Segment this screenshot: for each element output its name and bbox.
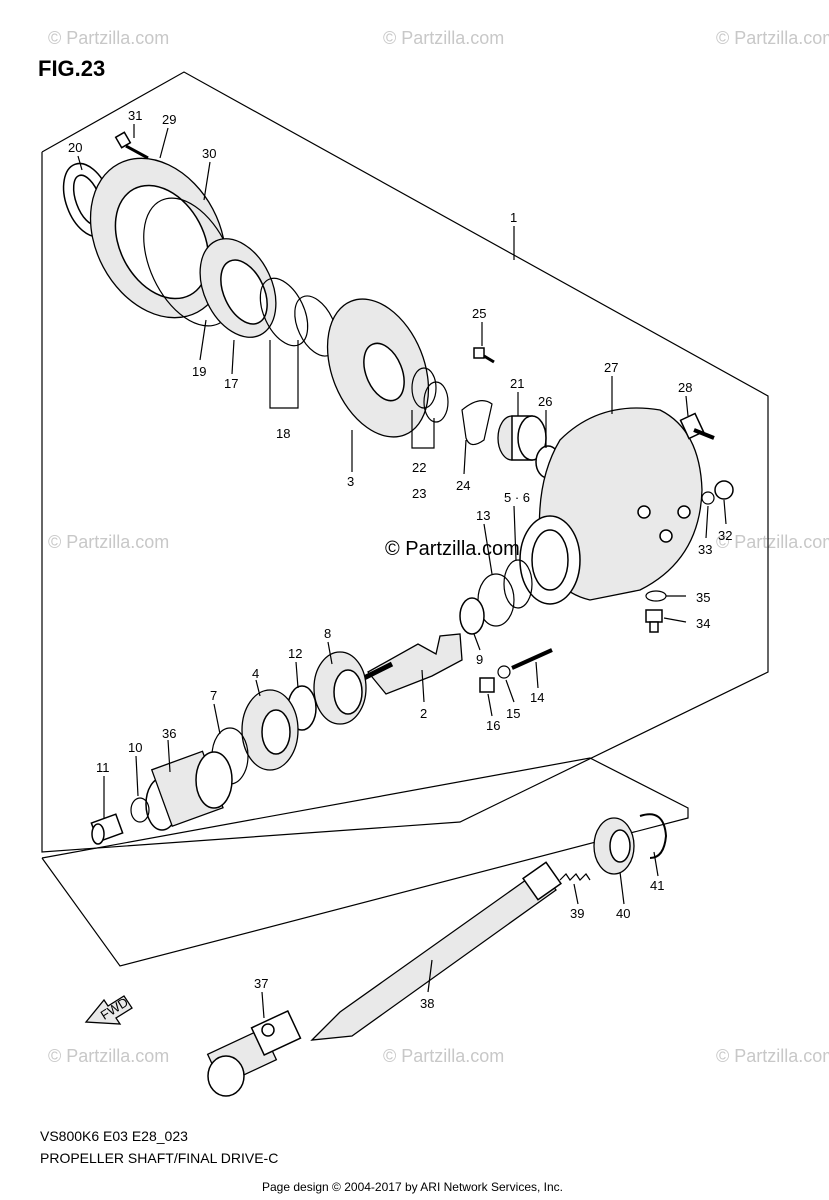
watermark: © Partzilla.com	[716, 28, 829, 48]
part-oil-seal	[593, 817, 635, 875]
callout-13: 13	[476, 508, 490, 523]
callout-23: 23	[412, 486, 426, 501]
assembly-boundary	[41, 71, 769, 853]
callout-9: 9	[476, 652, 483, 667]
watermark: © Partzilla.com	[383, 1046, 505, 1066]
callout-29: 29	[162, 112, 176, 127]
callout-numbers: 1 2 3 4 5 · 6 7 8 9 10 11 12 13 14 15 16…	[68, 108, 732, 1011]
diagram-name: PROPELLER SHAFT/FINAL DRIVE-C	[40, 1150, 279, 1166]
part-breather	[679, 412, 715, 440]
part-nut	[90, 813, 124, 845]
part-shim	[503, 559, 533, 609]
part-spring	[559, 873, 591, 881]
fwd-arrow-icon: FWD	[84, 994, 133, 1025]
callout-39: 39	[570, 906, 584, 921]
callout-41: 41	[650, 878, 664, 893]
callout-32: 32	[718, 528, 732, 543]
part-washer	[130, 797, 150, 823]
part-plug	[714, 480, 734, 500]
callout-17: 17	[224, 376, 238, 391]
callout-31: 31	[128, 108, 142, 123]
part-universal-joint	[206, 1009, 302, 1097]
callout-40: 40	[616, 906, 630, 921]
watermark: © Partzilla.com	[48, 1046, 170, 1066]
part-flange-plate	[89, 157, 227, 319]
callout-12: 12	[288, 646, 302, 661]
part-gasket	[701, 491, 715, 505]
callout-20: 20	[68, 140, 82, 155]
callout-3: 3	[347, 474, 354, 489]
part-bolt	[114, 131, 149, 160]
callout-36: 36	[162, 726, 176, 741]
watermark: © Partzilla.com	[716, 1046, 829, 1066]
callout-30: 30	[202, 146, 216, 161]
callout-24: 24	[456, 478, 470, 493]
part-drain-plug	[645, 609, 663, 633]
part-circlip	[639, 813, 668, 859]
watermark: © Partzilla.com	[48, 532, 170, 552]
leader-lines	[77, 124, 727, 1019]
part-washer	[423, 381, 449, 423]
part-propeller-shaft	[310, 861, 562, 1041]
callout-37: 37	[254, 976, 268, 991]
center-watermark: © Partzilla.com	[385, 538, 520, 560]
callout-28: 28	[678, 380, 692, 395]
part-small-bolt	[473, 347, 495, 364]
callout-4: 4	[252, 666, 259, 681]
part-final-gear-case	[519, 407, 703, 605]
part-ball-bearing	[313, 651, 367, 725]
part-retainer	[461, 400, 493, 446]
callout-22: 22	[412, 460, 426, 475]
callout-18: 18	[276, 426, 290, 441]
callout-33: 33	[698, 542, 712, 557]
part-gasket	[645, 590, 667, 602]
callout-7: 7	[210, 688, 217, 703]
part-pinion-gear	[358, 633, 463, 695]
callout-1: 1	[510, 210, 517, 225]
page-credit: Page design © 2004-2017 by ARI Network S…	[262, 1180, 564, 1194]
watermark: © Partzilla.com	[383, 28, 505, 48]
callout-10: 10	[128, 740, 142, 755]
callout-16: 16	[486, 718, 500, 733]
callout-25: 25	[472, 306, 486, 321]
part-bearing-retainer	[241, 689, 299, 771]
callout-34: 34	[696, 616, 710, 631]
part-nut	[479, 677, 495, 693]
callout-15: 15	[506, 706, 520, 721]
callout-14: 14	[530, 690, 544, 705]
callout-38: 38	[420, 996, 434, 1011]
part-needle-bearing	[497, 415, 547, 461]
part-bearing-race	[459, 597, 485, 635]
part-stud	[511, 648, 553, 670]
callout-26: 26	[538, 394, 552, 409]
part-ring-gear	[326, 298, 430, 438]
watermark: © Partzilla.com	[716, 532, 829, 552]
callout-19: 19	[192, 364, 206, 379]
propeller-boundary	[41, 757, 689, 967]
part-shim	[259, 277, 309, 347]
diagram-code: VS800K6 E03 E28_023	[40, 1128, 188, 1144]
figure-title: FIG.23	[38, 56, 106, 81]
callout-5-6: 5 · 6	[504, 490, 530, 505]
callout-11: 11	[96, 760, 110, 775]
callout-2: 2	[420, 706, 427, 721]
part-washer	[497, 665, 511, 679]
callout-35: 35	[696, 590, 710, 605]
callout-21: 21	[510, 376, 524, 391]
callout-27: 27	[604, 360, 618, 375]
part-coupling	[145, 750, 233, 831]
part-bearing	[199, 238, 277, 338]
watermark: © Partzilla.com	[48, 28, 170, 48]
callout-8: 8	[324, 626, 331, 641]
